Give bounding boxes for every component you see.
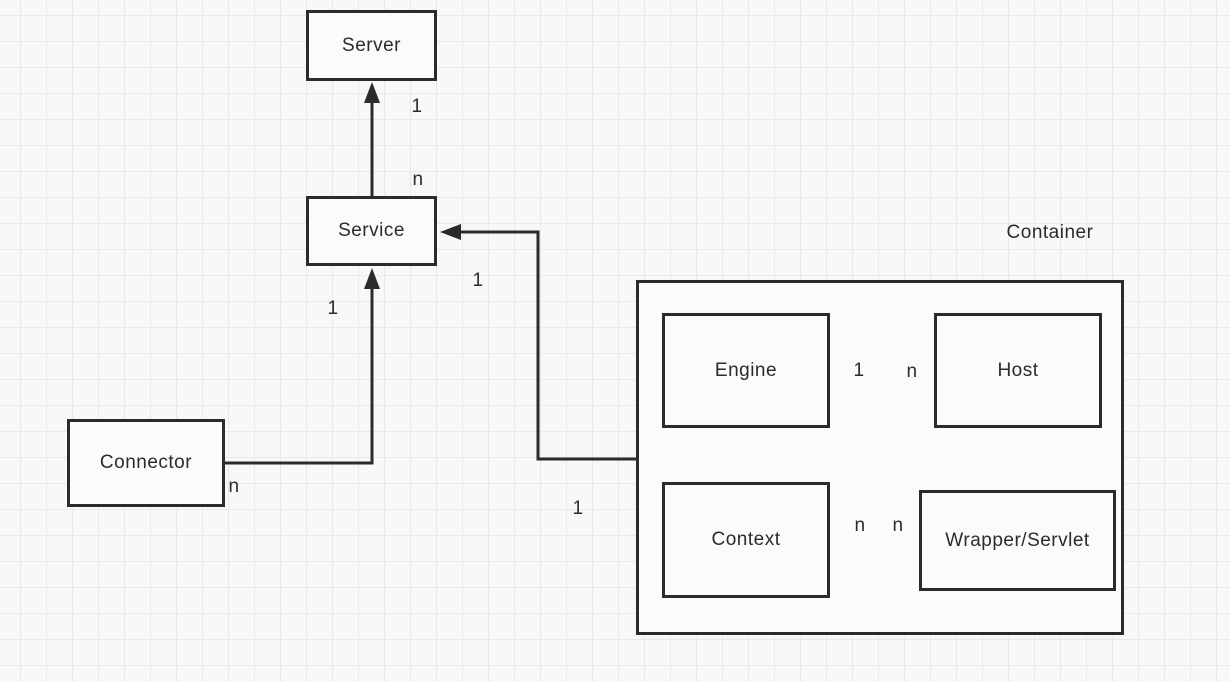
node-context-label: Context	[711, 529, 781, 550]
edge-connector-to-service	[225, 268, 380, 465]
node-wrapper-servlet-label: Wrapper/Servlet	[945, 529, 1090, 551]
multiplicity-context-n: n	[854, 515, 866, 536]
node-connector: Connector	[67, 419, 225, 507]
multiplicity-service-one-bottom: 1	[327, 298, 339, 319]
container-title: Container	[1006, 222, 1094, 243]
node-context: Context	[662, 482, 830, 598]
multiplicity-connector-n: n	[228, 476, 240, 497]
multiplicity-service-n: n	[412, 169, 424, 190]
node-connector-label: Connector	[99, 452, 193, 473]
node-service-label: Service	[338, 220, 405, 241]
node-engine: Engine	[662, 313, 830, 428]
multiplicity-service-one-right: 1	[472, 270, 484, 291]
edge-service-to-server	[364, 82, 380, 197]
multiplicity-wrapper-n: n	[892, 515, 904, 536]
node-host-label: Host	[997, 359, 1039, 381]
multiplicity-server-one: 1	[411, 96, 423, 117]
edge-container-to-service	[440, 224, 636, 461]
node-server-label: Server	[342, 34, 401, 56]
multiplicity-host-n: n	[906, 361, 918, 382]
multiplicity-engine-one: 1	[853, 360, 865, 381]
node-wrapper-servlet: Wrapper/Servlet	[919, 490, 1116, 591]
node-host: Host	[934, 313, 1102, 428]
multiplicity-container-one: 1	[572, 498, 584, 519]
node-service: Service	[306, 196, 437, 266]
node-server: Server	[306, 10, 437, 81]
node-engine-label: Engine	[714, 359, 778, 381]
